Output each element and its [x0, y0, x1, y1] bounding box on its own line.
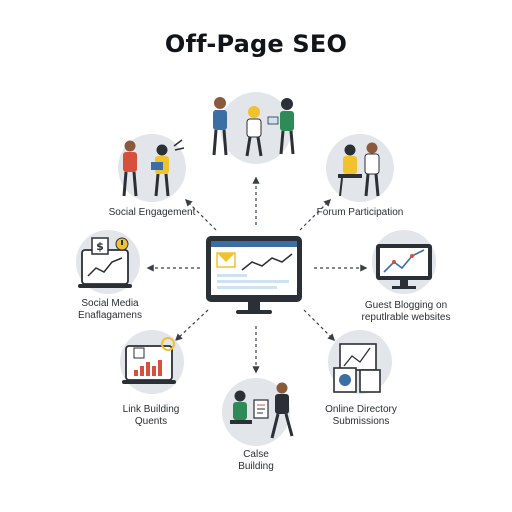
label-line: Online Directory [325, 404, 397, 415]
node-social-media: $ [76, 230, 140, 294]
label-line: Submissions [332, 416, 390, 427]
label-social-media: Social Media Enaflagamens [62, 298, 158, 322]
label-link-building: Link Building Quents [106, 404, 196, 428]
arrow-social-engagement [184, 198, 217, 231]
svg-text:$: $ [96, 240, 104, 253]
arrow-link-building [174, 309, 209, 341]
page-title: Off-Page SEO [164, 30, 348, 58]
label-line: Link Building [122, 404, 180, 415]
label-guest-blogging: Guest Blogging on reputlrable websites [350, 300, 462, 324]
label-line: Guest Blogging on [364, 300, 448, 311]
node-forum-participation [326, 134, 394, 202]
arrow-online-directory [303, 309, 336, 342]
label-line: Building [238, 461, 274, 472]
label-line: Social Media [81, 298, 139, 309]
node-social-engagement [118, 134, 186, 202]
label-line: Social Engagement [108, 207, 196, 218]
node-online-directory [328, 330, 392, 394]
node-guest-blogging [372, 230, 436, 294]
monitor-dashboard-icon [206, 236, 302, 314]
label-line: Calse [243, 449, 269, 460]
label-forum-participation: Forum Participation [306, 207, 414, 219]
label-calse-building: Calse Building [216, 449, 296, 473]
label-line: reputlrable websites [361, 312, 451, 323]
node-top-team [212, 92, 295, 164]
arrow-forum-participation [299, 198, 332, 231]
label-line: Forum Participation [316, 207, 404, 218]
label-online-directory: Online Directory Submissions [316, 404, 406, 428]
label-line: Quents [134, 416, 168, 427]
node-link-building [120, 330, 184, 394]
label-line: Enaflagamens [78, 310, 142, 321]
node-calse-building [222, 378, 294, 446]
label-social-engagement: Social Engagement [100, 207, 204, 219]
connector-arrows [146, 176, 368, 374]
